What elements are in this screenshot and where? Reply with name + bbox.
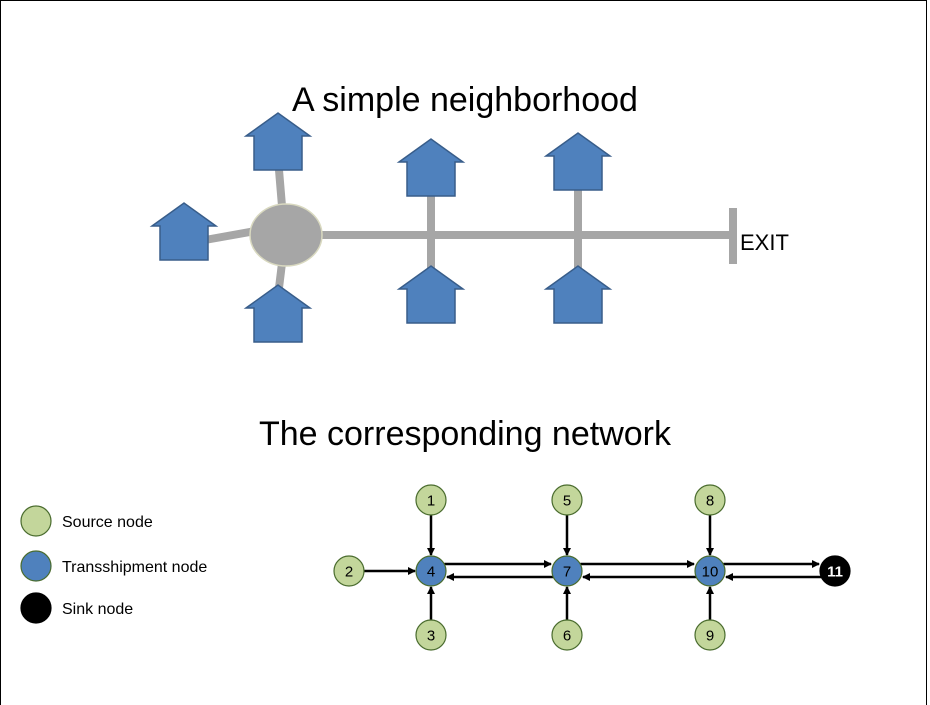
- node-circle-7: [551, 555, 583, 587]
- legend-item-source: Source node: [20, 505, 153, 537]
- house-mid-2-top: [543, 132, 613, 191]
- node-circle-4: [415, 555, 447, 587]
- node-circle-9: [694, 619, 726, 651]
- node-circle-10: [694, 555, 726, 587]
- node-circle-8: [694, 484, 726, 516]
- house-bottom-left: [243, 284, 313, 343]
- house-mid-1-top: [396, 138, 466, 197]
- neighborhood-map: EXIT: [149, 112, 789, 343]
- legend-item-transshipment: Transshipment node: [20, 550, 207, 582]
- house-top-left: [243, 112, 313, 171]
- node-7: 7: [551, 555, 583, 587]
- node-6: 6: [551, 619, 583, 651]
- node-label-5: 5: [563, 493, 571, 510]
- house-left: [149, 202, 219, 261]
- network-nodes: 1 2 3 4 5 6 7 8 9 10 11: [333, 484, 851, 651]
- node-label-4: 4: [427, 564, 435, 581]
- network-edges: [362, 515, 822, 620]
- node-label-7: 7: [563, 564, 571, 581]
- legend-label-transshipment: Transshipment node: [62, 559, 207, 576]
- node-3: 3: [415, 619, 447, 651]
- legend-swatch-sink: [20, 592, 52, 624]
- legend-item-sink: Sink node: [20, 592, 133, 624]
- legend-label-sink: Sink node: [62, 601, 133, 618]
- node-2: 2: [333, 555, 365, 587]
- legend-swatch-source: [20, 505, 52, 537]
- node-1: 1: [415, 484, 447, 516]
- house-mid-2-bottom: [543, 265, 613, 324]
- node-4: 4: [415, 555, 447, 587]
- node-circle-6: [551, 619, 583, 651]
- node-11: 11: [819, 555, 851, 587]
- node-circle-1: [415, 484, 447, 516]
- node-label-2: 2: [345, 564, 353, 581]
- node-label-9: 9: [706, 628, 714, 645]
- node-label-1: 1: [427, 493, 435, 510]
- legend-swatch-transshipment: [20, 550, 52, 582]
- node-label-3: 3: [427, 628, 435, 645]
- node-9: 9: [694, 619, 726, 651]
- node-label-11: 11: [827, 564, 843, 581]
- neighborhood-title: A simple neighborhood: [292, 81, 638, 119]
- node-circle-2: [333, 555, 365, 587]
- node-circle-3: [415, 619, 447, 651]
- node-label-10: 10: [702, 564, 719, 581]
- node-8: 8: [694, 484, 726, 516]
- node-5: 5: [551, 484, 583, 516]
- side-road-left: [204, 227, 256, 244]
- exit-label: EXIT: [740, 230, 789, 255]
- node-10: 10: [694, 555, 726, 587]
- node-label-6: 6: [563, 628, 571, 645]
- house-mid-1-bottom: [396, 265, 466, 324]
- node-circle-5: [551, 484, 583, 516]
- cul-de-sac: [249, 203, 323, 267]
- network-title: The corresponding network: [258, 415, 671, 453]
- node-label-8: 8: [706, 493, 714, 510]
- node-circle-11: [819, 555, 851, 587]
- legend-label-source: Source node: [62, 514, 153, 531]
